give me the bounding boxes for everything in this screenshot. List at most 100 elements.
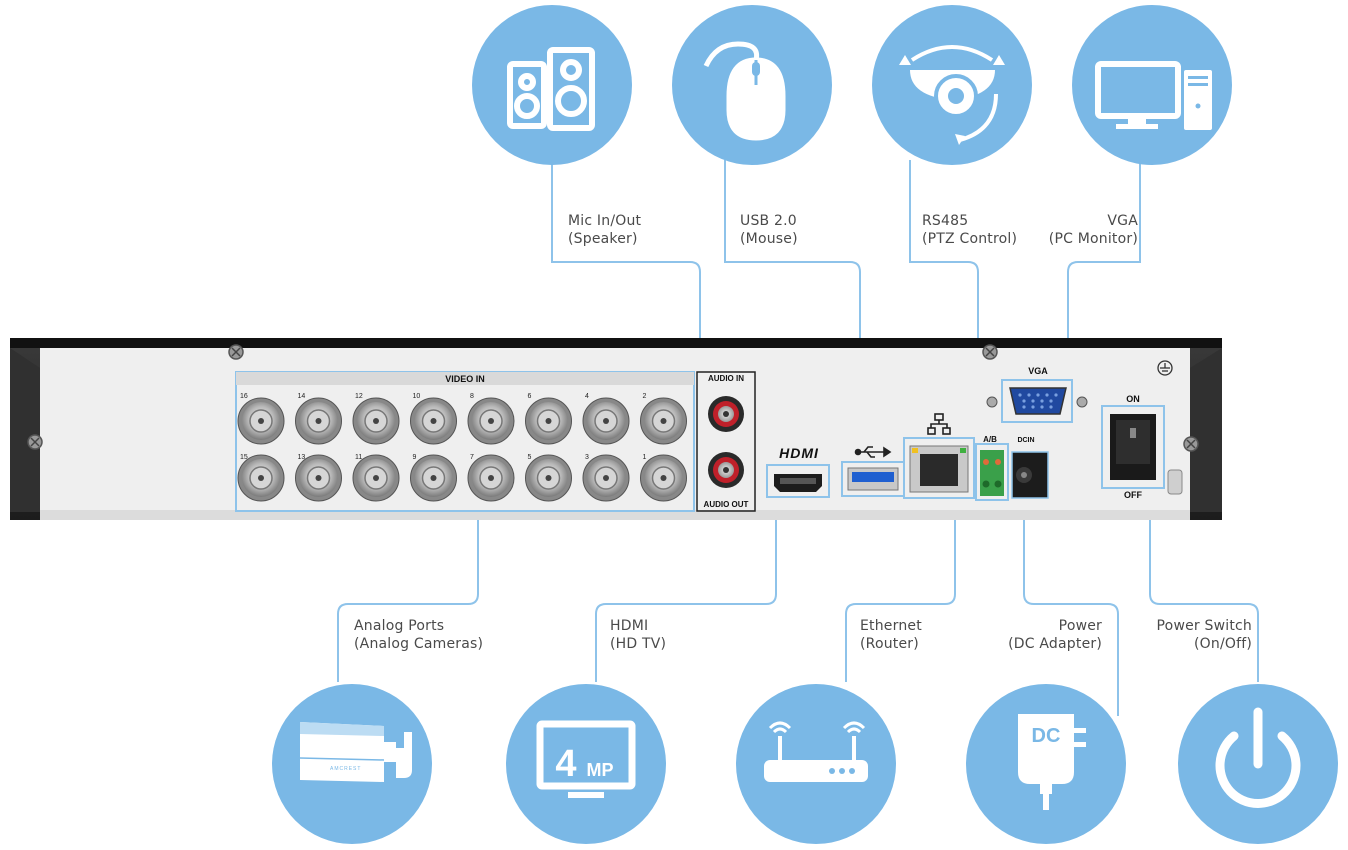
label-ethernet: Ethernet (Router)	[860, 617, 922, 653]
dcin-jack	[1011, 451, 1049, 499]
line-power	[1023, 498, 1119, 716]
label-switch-line2: (On/Off)	[1193, 636, 1252, 652]
network-symbol-icon	[927, 413, 951, 435]
pc-monitor-icon	[1095, 61, 1212, 130]
router-circle	[736, 684, 896, 844]
vga-label: VGA	[1028, 366, 1048, 376]
ground-symbol-icon	[1157, 360, 1173, 376]
bnc-number-label: 7	[470, 454, 474, 461]
monitor-circle	[1072, 5, 1232, 165]
label-switch: Power Switch (On/Off)	[1140, 617, 1252, 653]
bnc-connector	[467, 397, 515, 445]
bnc-connector	[295, 454, 342, 502]
ethernet-port	[903, 413, 975, 499]
label-analog: Analog Ports (Analog Cameras)	[354, 617, 483, 653]
label-usb-line2: (Mouse)	[740, 231, 798, 247]
bnc-number-label: 16	[240, 393, 248, 400]
panel-labels: VIDEO IN AUDIO IN AUDIO OUT HDMI VGA A/B…	[445, 366, 1142, 509]
label-usb: USB 2.0 (Mouse)	[740, 212, 798, 248]
label-power-line2: (DC Adapter)	[1008, 636, 1102, 652]
bnc-connector	[525, 454, 572, 502]
line-mic	[551, 160, 701, 390]
tv-screen-sub: MP	[587, 760, 614, 780]
label-rs485: RS485 (PTZ Control)	[922, 212, 1017, 248]
hdmi-logo: HDMI	[779, 445, 819, 461]
label-mic-line1: Mic In/Out	[568, 213, 642, 229]
audio-in-jack	[708, 396, 744, 432]
label-analog-line2: (Analog Cameras)	[354, 636, 484, 652]
bnc-connector	[467, 454, 515, 502]
bnc-number-label: 13	[298, 454, 306, 461]
speaker-circle	[472, 5, 632, 165]
bnc-number-label: 9	[413, 454, 417, 461]
line-analog	[337, 512, 479, 682]
bnc-number-label: 11	[355, 454, 362, 461]
bnc-number-label: 2	[643, 393, 647, 400]
dc-adapter-icon	[1018, 714, 1086, 810]
router-icon	[764, 721, 868, 782]
bnc-number-label: 4	[585, 393, 589, 400]
bnc-number-label: 10	[413, 393, 421, 400]
connector-lines	[337, 160, 1259, 716]
label-vga-line2: (PC Monitor)	[1048, 231, 1138, 247]
label-mic: Mic In/Out (Speaker)	[568, 212, 641, 248]
bnc-number-label: 14	[298, 393, 306, 400]
bnc-row-top	[237, 397, 687, 445]
video-in-label: VIDEO IN	[445, 374, 485, 384]
label-usb-line1: USB 2.0	[740, 213, 797, 229]
bnc-connector	[352, 397, 400, 445]
ptz-camera-icon	[899, 45, 1005, 145]
on-label: ON	[1126, 394, 1140, 404]
label-hdmi: HDMI (HD TV)	[610, 617, 666, 653]
bnc-connector	[582, 397, 630, 445]
bnc-connector	[640, 397, 687, 445]
bnc-row-bottom	[237, 454, 687, 502]
bnc-number-label: 1	[643, 454, 647, 461]
line-switch	[1149, 488, 1259, 682]
bnc-connector	[410, 454, 457, 502]
power-rocker-switch	[1101, 405, 1165, 489]
label-rs485-line2: (PTZ Control)	[922, 231, 1018, 247]
adapter-circle: DC	[966, 684, 1126, 844]
bnc-number-label: 12	[355, 393, 363, 400]
label-power-line1: Power	[1058, 618, 1102, 634]
bnc-connector	[640, 454, 687, 502]
tv-screen-text: 4	[555, 743, 576, 785]
audio-group	[696, 371, 756, 512]
bullet-camera-icon	[299, 722, 412, 782]
bnc-number-label: 6	[528, 393, 532, 400]
label-vga-line1: VGA	[1107, 213, 1138, 229]
label-power: Power (DC Adapter)	[990, 617, 1102, 653]
label-ethernet-line1: Ethernet	[860, 618, 922, 634]
off-label: OFF	[1124, 490, 1142, 500]
mouse-circle	[672, 5, 832, 165]
label-mic-line2: (Speaker)	[568, 231, 638, 247]
hdmi-port	[766, 464, 830, 498]
bnc-connector	[582, 454, 630, 502]
audio-out-label: AUDIO OUT	[704, 500, 749, 509]
bnc-number-label: 8	[470, 393, 474, 400]
power-circle	[1178, 684, 1338, 844]
rs485-terminal	[975, 443, 1009, 501]
audio-out-jack	[708, 452, 744, 488]
bnc-connector	[525, 397, 572, 445]
line-rs485	[909, 160, 979, 450]
audio-in-label: AUDIO IN	[708, 374, 744, 383]
bnc-connector	[237, 454, 285, 502]
camera-brand-text: AMCREST	[330, 766, 361, 772]
label-rs485-line1: RS485	[922, 213, 969, 229]
bnc-connector	[410, 397, 457, 445]
bnc-connector	[352, 454, 400, 502]
bnc-number-label: 5	[528, 454, 532, 461]
adapter-text: DC	[1032, 725, 1061, 747]
tv-4mp-icon	[536, 720, 636, 798]
line-usb	[724, 160, 861, 462]
camera-circle: AMCREST	[272, 684, 432, 844]
ptz-circle	[872, 5, 1032, 165]
label-hdmi-line1: HDMI	[610, 618, 649, 634]
label-ethernet-line2: (Router)	[860, 636, 919, 652]
line-vga	[1067, 160, 1141, 390]
tv-circle: 4 MP	[506, 684, 666, 844]
